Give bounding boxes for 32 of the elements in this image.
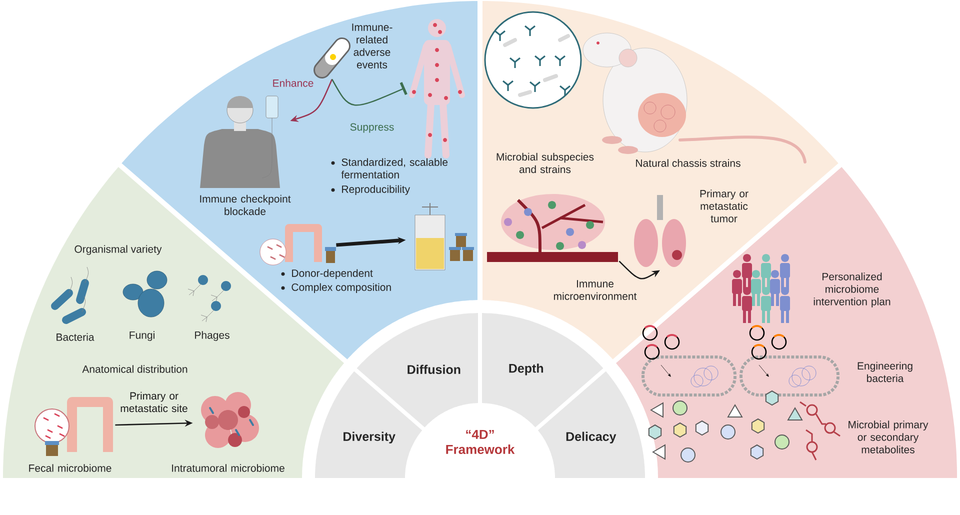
framework-title: “4D” Framework [446,430,515,454]
bullet-item: Donor-dependent [281,269,373,279]
panel-caption: Personalized microbiome intervention plan [814,272,890,308]
framework-segment: Depth [480,313,604,429]
organism-caption: Fungi [130,331,154,341]
node-label: Diversity [344,432,396,444]
picture-caption: Intratumoral microbiome [172,464,284,472]
organism-caption: Phages [195,331,230,341]
picture-caption: Immune checkpoint blockade [200,194,291,216]
panel-caption: Microbial subspecies and strains [496,152,594,174]
picture-caption: Immune-related adverse events [352,24,392,68]
gut-drawing [260,224,336,266]
node-label: Delicacy [566,432,616,444]
framework-segment: Diffusion [356,313,480,429]
subheading: Organismal variety [74,245,162,255]
bullet-item: Reproducibility [331,185,410,195]
bullet-item: Complex composition [281,283,391,293]
bullet-item: Standardized, scalable fermentation [331,158,448,178]
picture-caption: Immune microenvironment [554,280,637,300]
panel-caption: Natural chassis strains [636,159,740,167]
edge-label: Suppress [348,122,396,134]
edge-label: Primary or metastatic site [113,390,195,414]
capsule-drawing [314,38,350,78]
panel-caption: Microbial primary or secondary metabolites [848,420,928,454]
picture-caption: Primary or metastatic tumor [700,190,748,222]
arrow [331,78,408,106]
edge-label: Enhance [271,78,315,88]
picture-caption: Fecal microbiome [29,464,112,472]
subheading: Anatomical distribution [82,365,188,373]
organism-caption: Bacteria [56,333,94,341]
panel-caption: Engineering bacteria [858,362,912,382]
bioreactor-drawing [414,202,474,270]
